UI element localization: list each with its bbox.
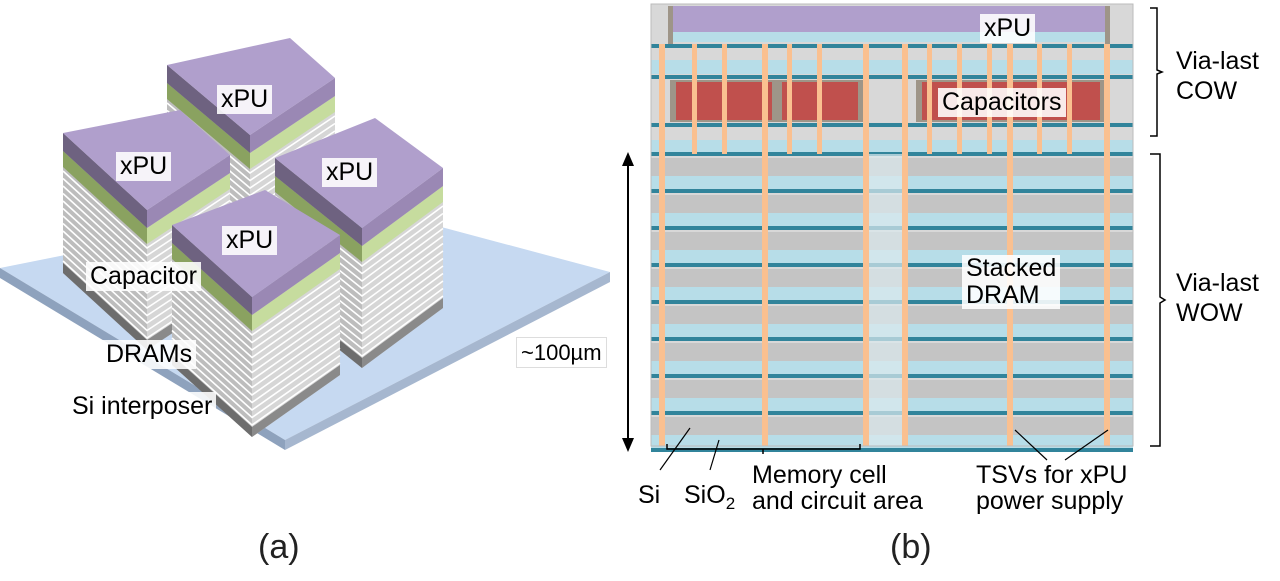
- xpu-oxide: [673, 32, 1105, 42]
- tsv-pointer-1: [1014, 429, 1048, 461]
- xpu-side-left: [172, 225, 252, 315]
- stack-base-right: [362, 298, 443, 368]
- caption-a: (a): [258, 528, 300, 566]
- memory-area-bracket: [666, 444, 861, 454]
- dram-layer-line: [171, 352, 341, 427]
- dram-layer-line: [171, 284, 341, 359]
- cow-line2: COW: [1176, 77, 1238, 105]
- dram-layer-line: [171, 292, 341, 367]
- tsv-main: [863, 44, 869, 446]
- tsv-cow: [722, 44, 727, 154]
- chip-label-xpu-right: xPU: [322, 158, 378, 187]
- xpu-edge-left: [668, 6, 673, 44]
- tsv-cow: [692, 44, 697, 154]
- tsv-main: [1007, 44, 1013, 446]
- panel-a-3d-stack: [0, 38, 610, 450]
- tsv-cow: [817, 44, 822, 154]
- tsv-line2: power supply: [976, 487, 1124, 515]
- xsec-capacitors-label: Capacitors: [938, 88, 1066, 117]
- si-interposer-label: Si interposer: [68, 392, 217, 421]
- tsv-main: [1104, 44, 1110, 446]
- drams-label: DRAMs: [102, 340, 197, 369]
- wow-line1: Via-last: [1176, 269, 1259, 297]
- tsv-main: [902, 44, 908, 446]
- tsv-line1: TSVs for xPU: [976, 461, 1128, 489]
- tsv-cow: [927, 44, 932, 154]
- stacked-dram-line2: DRAM: [966, 281, 1040, 309]
- xsec-xpu-label: xPU: [980, 14, 1036, 43]
- tsv-main: [659, 44, 665, 446]
- dram-layer-line: [171, 329, 341, 404]
- chip-stack-front: [171, 190, 341, 437]
- stack-base-right: [252, 365, 340, 437]
- capacitor-side-left: [167, 83, 250, 169]
- tsv-cow: [1067, 44, 1072, 154]
- stacked-dram-label: Stacked DRAM: [962, 254, 1061, 309]
- capacitor-side-left: [275, 176, 362, 262]
- sio2-pointer: [709, 439, 720, 471]
- dram-layer-line: [171, 269, 341, 344]
- xpu-side-left: [167, 65, 250, 153]
- cow-wire: [651, 123, 1133, 127]
- tsv-main: [762, 44, 768, 446]
- dram-layer-line: [171, 299, 341, 374]
- xpu-die: [673, 6, 1105, 32]
- sio2-label: SiO2: [684, 482, 735, 517]
- cow-line1: Via-last: [1176, 47, 1259, 75]
- tsv-label: TSVs for xPU power supply: [976, 462, 1127, 514]
- sio2-subscript: 2: [725, 494, 736, 513]
- capacitor-side-right: [250, 96, 335, 169]
- capacitor-label: Capacitor: [86, 262, 201, 291]
- cow-wire: [651, 75, 1133, 79]
- chip-label-xpu-back: xPU: [217, 85, 273, 114]
- tsv-cow: [787, 44, 792, 154]
- stack-base-left: [63, 263, 147, 350]
- xpu-side-right: [147, 155, 230, 228]
- via-last-wow-label: Via-last WOW: [1176, 268, 1259, 328]
- xpu-side-left: [63, 133, 147, 228]
- tsv-pointer-2: [1064, 429, 1109, 461]
- capacitor-side-right: [147, 173, 230, 244]
- stacked-dram-line1: Stacked: [966, 254, 1057, 282]
- chip-label-xpu-front: xPU: [222, 226, 278, 255]
- caption-b: (b): [890, 528, 932, 566]
- memory-area-line2: and circuit area: [752, 487, 923, 515]
- scribe-gap: [863, 154, 903, 446]
- height-arrow-head-bottom: [622, 438, 634, 452]
- height-label: ~100µm: [516, 337, 607, 368]
- dram-layer-line: [171, 322, 341, 397]
- dram-layer-line: [171, 314, 341, 389]
- xpu-side-right: [362, 168, 443, 246]
- cow-wire: [651, 44, 1133, 48]
- height-arrow-head-top: [622, 152, 634, 166]
- wow-line2: WOW: [1176, 299, 1243, 327]
- dram-layer-line: [171, 344, 341, 419]
- capacitor-side-right: [252, 253, 340, 331]
- dram-layer-line: [171, 337, 341, 412]
- capacitor-side-right: [362, 186, 443, 262]
- cross-section-border: [650, 3, 1134, 447]
- bracket-wow: [1150, 153, 1167, 447]
- sio2-base: SiO: [684, 481, 726, 509]
- via-last-cow-label: Via-last COW: [1176, 46, 1259, 106]
- dram-wire: [651, 448, 1133, 452]
- dram-layer-line: [62, 170, 231, 250]
- dram-layer-line: [171, 307, 341, 382]
- si-pointer: [659, 427, 691, 471]
- bracket-cow: [1150, 7, 1165, 137]
- memory-area-label: Memory cell and circuit area: [752, 462, 923, 514]
- xpu-side-right: [252, 235, 340, 315]
- xpu-edge-right: [1105, 6, 1110, 44]
- dram-layer-line: [171, 277, 341, 352]
- chip-label-xpu-left: xPU: [116, 152, 172, 181]
- capacitor-side-left: [63, 151, 147, 244]
- memory-area-line1: Memory cell: [752, 461, 887, 489]
- xpu-side-left: [275, 158, 362, 246]
- xpu-side-right: [250, 78, 335, 153]
- si-label: Si: [638, 481, 661, 509]
- si-interposer-side-right: [285, 272, 610, 450]
